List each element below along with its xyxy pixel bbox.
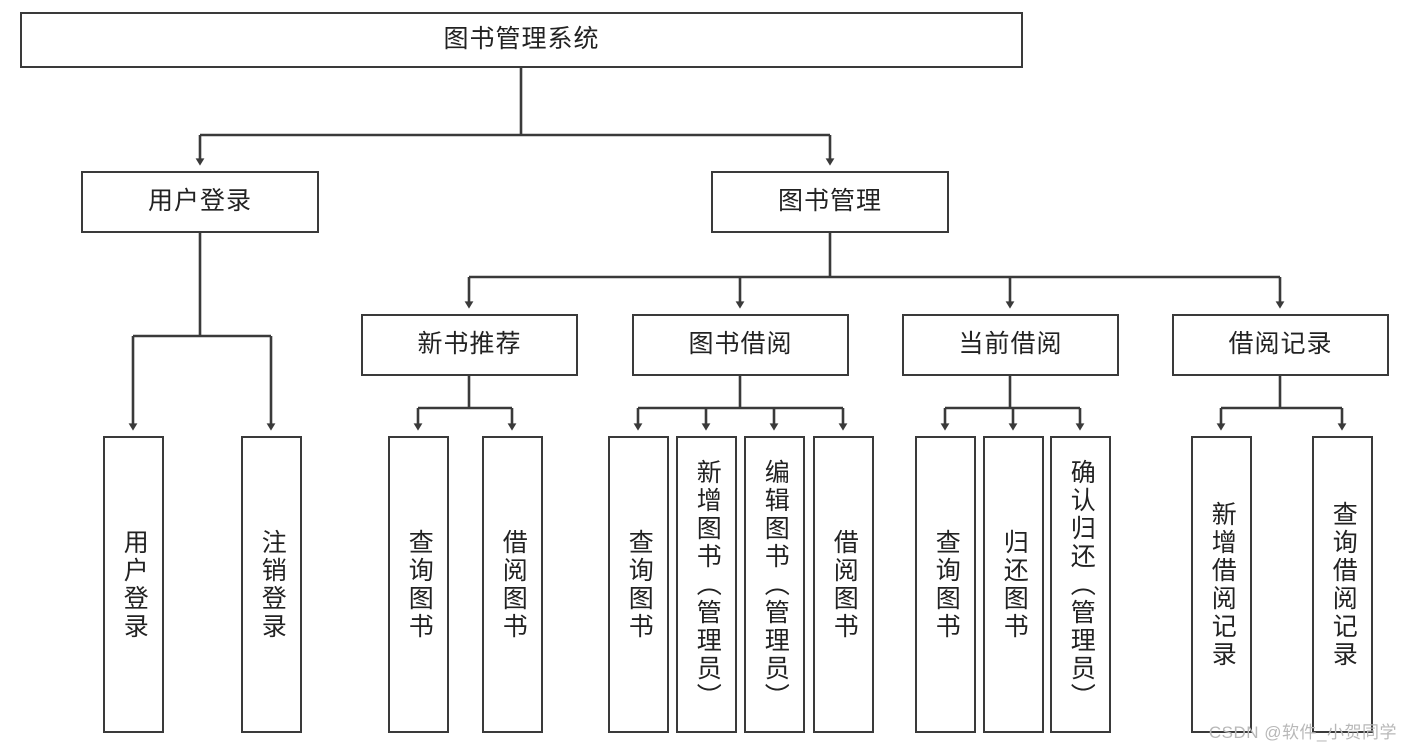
node-label: 新书推荐: [417, 330, 522, 359]
node-label: 查询图书: [932, 528, 961, 641]
node-label: 新增借阅记录: [1208, 500, 1237, 669]
node-label: 当前借阅: [958, 330, 1063, 359]
node-label: 查询借阅记录: [1329, 500, 1358, 669]
leaf-borrowrecord-query-record[interactable]: 查询借阅记录: [1312, 436, 1373, 733]
node-label: 注销登录: [258, 528, 287, 641]
leaf-bookborrow-query-book[interactable]: 查询图书: [608, 436, 669, 733]
leaf-bookborrow-borrow-book[interactable]: 借阅图书: [813, 436, 874, 733]
node-label: 借阅图书: [830, 528, 859, 641]
node-label: 借阅记录: [1228, 330, 1333, 359]
node-label: 确认归还（管理员）: [1067, 458, 1096, 711]
csdn-watermark: CSDN @软件_小贺同学: [1208, 723, 1397, 742]
node-borrow-record[interactable]: 借阅记录: [1172, 314, 1389, 376]
node-book-management[interactable]: 图书管理: [711, 171, 949, 233]
leaf-borrowrecord-add-record[interactable]: 新增借阅记录: [1191, 436, 1252, 733]
node-label: 图书管理系统: [443, 25, 600, 54]
node-user-login[interactable]: 用户登录: [81, 171, 319, 233]
leaf-currentborrow-return-book[interactable]: 归还图书: [983, 436, 1044, 733]
leaf-newbook-query-book[interactable]: 查询图书: [388, 436, 449, 733]
node-label: 归还图书: [1000, 528, 1029, 641]
node-root-book-management-system[interactable]: 图书管理系统: [20, 12, 1023, 68]
node-label: 图书管理: [777, 187, 882, 216]
node-label: 图书借阅: [688, 330, 793, 359]
leaf-currentborrow-query-book[interactable]: 查询图书: [915, 436, 976, 733]
leaf-bookborrow-edit-book-admin[interactable]: 编辑图书（管理员）: [744, 436, 805, 733]
node-label: 查询图书: [405, 528, 434, 641]
node-label: 用户登录: [120, 528, 149, 641]
node-label: 编辑图书（管理员）: [761, 458, 790, 711]
node-new-book-recommend[interactable]: 新书推荐: [361, 314, 578, 376]
node-book-borrow[interactable]: 图书借阅: [632, 314, 849, 376]
leaf-user-login-signout[interactable]: 注销登录: [241, 436, 302, 733]
leaf-bookborrow-add-book-admin[interactable]: 新增图书（管理员）: [676, 436, 737, 733]
leaf-currentborrow-confirm-return-admin[interactable]: 确认归还（管理员）: [1050, 436, 1111, 733]
node-label: 借阅图书: [499, 528, 528, 641]
leaf-user-login-signin[interactable]: 用户登录: [103, 436, 164, 733]
node-label: 查询图书: [625, 528, 654, 641]
node-current-borrow[interactable]: 当前借阅: [902, 314, 1119, 376]
leaf-newbook-borrow-book[interactable]: 借阅图书: [482, 436, 543, 733]
node-label: 用户登录: [147, 187, 252, 216]
node-label: 新增图书（管理员）: [693, 458, 722, 711]
